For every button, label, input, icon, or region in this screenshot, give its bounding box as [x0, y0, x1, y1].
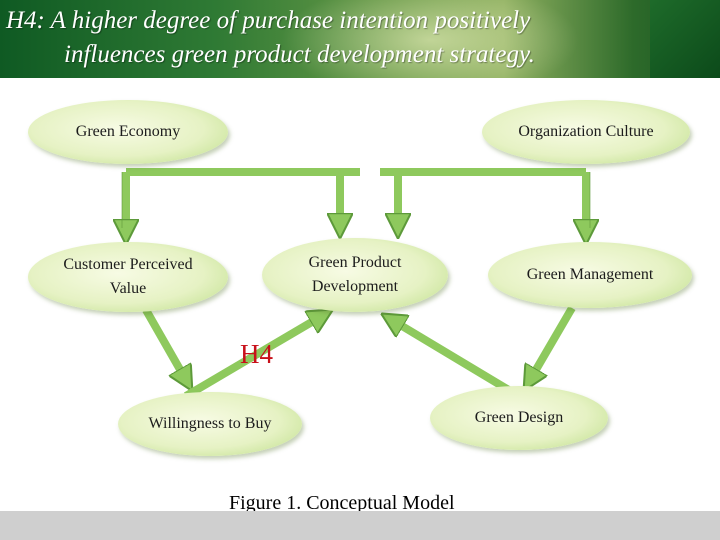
- title-line-2: influences green product development str…: [64, 41, 535, 68]
- node-customer-perceived-value: Customer Perceived Value: [28, 242, 228, 312]
- arrow-culture-to-development: [398, 168, 586, 226]
- node-label-line-1: Green Product: [308, 254, 402, 271]
- node-green-economy: Green Economy: [28, 100, 228, 164]
- arrow-willingness-to-development: [183, 316, 322, 400]
- node-label: Green Design: [474, 409, 564, 426]
- banner-glow: [280, 0, 580, 78]
- banner-leaf-decoration: [650, 0, 720, 78]
- node-label: Organization Culture: [518, 123, 654, 140]
- node-green-management: Green Management: [488, 242, 692, 308]
- figure-caption: Figure 1. Conceptual Model: [229, 492, 455, 514]
- node-organization-culture: Organization Culture: [482, 100, 690, 164]
- arrow-design-to-development: [392, 320, 515, 396]
- node-green-product-development: Green Product Development: [262, 238, 448, 312]
- hypothesis-label: H4: [240, 339, 273, 369]
- node-label-line-2: Value: [109, 280, 147, 297]
- arrow-value-to-willingness: [142, 308, 186, 380]
- node-label-line-1: Customer Perceived: [63, 256, 193, 273]
- node-label: Green Economy: [75, 123, 181, 140]
- title-line-1: H4: A higher degree of purchase intentio…: [6, 7, 531, 34]
- footer-bar: [0, 511, 720, 540]
- node-willingness-to-buy: Willingness to Buy: [118, 392, 302, 456]
- arrow-management-to-design: [530, 305, 576, 380]
- node-green-design: Green Design: [430, 386, 608, 450]
- node-label: Green Management: [526, 266, 654, 283]
- arrow-economy-to-development: [126, 168, 340, 226]
- title-banner: [0, 0, 720, 78]
- node-label: Willingness to Buy: [148, 415, 272, 432]
- node-label-line-2: Development: [311, 278, 399, 295]
